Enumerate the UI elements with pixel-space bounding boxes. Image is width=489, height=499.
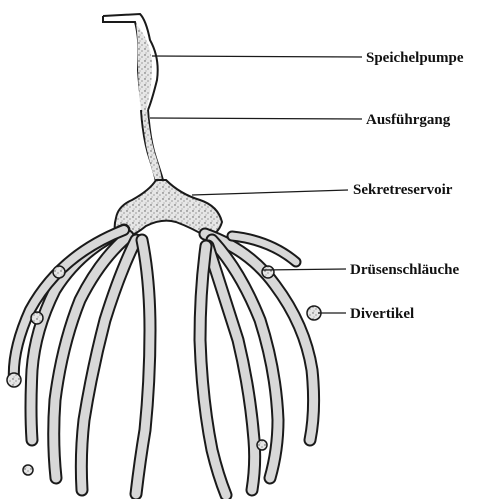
leader-drusenschlauche [262,269,346,270]
drusenschlauche-left [7,230,150,494]
leader-ausfuhrgang [150,118,362,119]
leader-lines [150,56,362,313]
label-ausfuhrgang: Ausführgang [366,112,451,128]
label-divertikel: Divertikel [350,306,414,322]
leader-sekretreservoir [192,190,348,195]
label-speichelpumpe: Speichelpumpe [366,50,464,66]
label-sekretreservoir: Sekretreservoir [353,182,453,198]
drusenschlauche-right [200,234,321,495]
label-drusenschlauche: Drüsenschläuche [350,262,460,278]
speichelpumpe-shape [103,14,158,112]
ausfuhrgang-shape [141,110,163,182]
leader-speichelpumpe [152,56,362,57]
